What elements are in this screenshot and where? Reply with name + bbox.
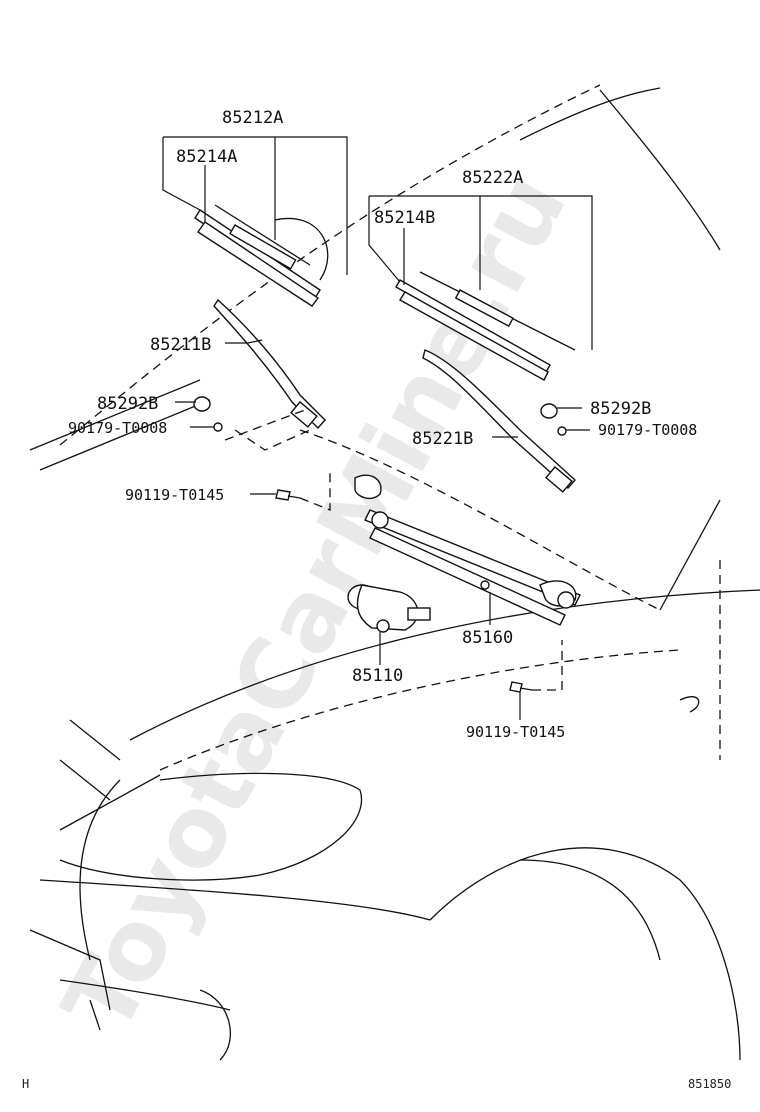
label-90179-left: 90179-T0008 bbox=[68, 419, 167, 437]
wiper-motor bbox=[347, 584, 431, 633]
label-85211B: 85211B bbox=[150, 335, 211, 355]
label-90179-right: 90179-T0008 bbox=[598, 421, 697, 439]
left-wiper-arm bbox=[213, 298, 326, 430]
small-parts bbox=[193, 396, 567, 693]
leader-lines bbox=[162, 136, 593, 720]
left-wiper-blade bbox=[194, 204, 329, 307]
label-85292B-left: 85292B bbox=[97, 394, 158, 414]
label-85212A: 85212A bbox=[222, 108, 283, 128]
vehicle-body-outline bbox=[29, 84, 760, 1061]
right-wiper-blade bbox=[395, 271, 576, 381]
part-labels: 85212A 85214A 85222A 85214B 85211B 85292… bbox=[68, 108, 697, 741]
label-85214A: 85214A bbox=[176, 147, 237, 167]
wiper-link bbox=[354, 474, 581, 626]
label-85292B-right: 85292B bbox=[590, 399, 651, 419]
label-85222A: 85222A bbox=[462, 168, 523, 188]
footer-left-code: H bbox=[22, 1077, 29, 1091]
label-85160: 85160 bbox=[462, 628, 513, 648]
label-90119-top: 90119-T0145 bbox=[125, 486, 224, 504]
footer-diagram-number: 851850 bbox=[688, 1077, 731, 1091]
right-wiper-arm bbox=[422, 349, 576, 493]
label-90119-bottom: 90119-T0145 bbox=[466, 723, 565, 741]
label-85214B: 85214B bbox=[374, 208, 435, 228]
label-85110: 85110 bbox=[352, 666, 403, 686]
label-85221B: 85221B bbox=[412, 429, 473, 449]
